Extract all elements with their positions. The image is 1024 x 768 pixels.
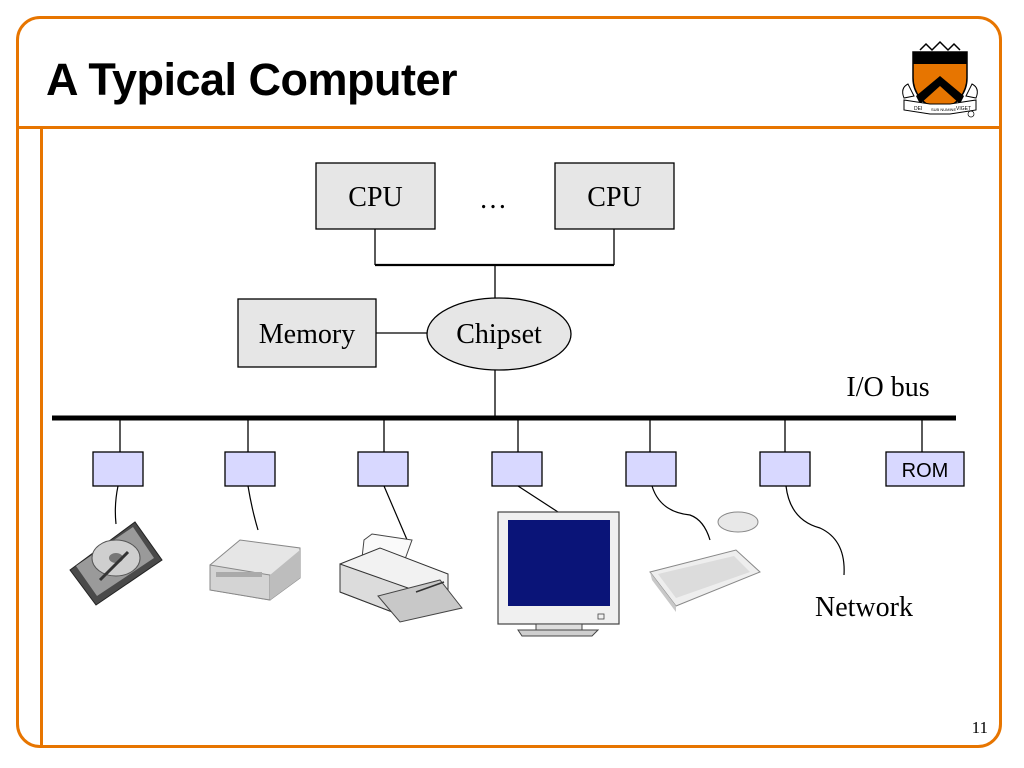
monitor-icon [497,511,620,637]
cd-drive-icon [209,539,301,601]
device-cables [114,485,845,576]
rom-label: ROM [902,460,949,482]
title-divider [18,126,1000,129]
side-divider [40,127,43,747]
cd-controller [224,451,276,487]
cpu-right-label: CPU [587,182,641,213]
memory-box [237,298,377,368]
princeton-shield-icon: DEI SUB NUMINE VIGET [902,40,978,118]
cpu-left-label: CPU [348,182,402,213]
keyboard-mouse-icon [649,511,761,612]
chipset-label: Chipset [456,319,542,350]
printer-icon [339,533,463,623]
page-number: 11 [971,718,988,737]
display-controller [491,451,543,487]
cpu-left-box [315,162,436,230]
cpu-ellipsis: … [479,184,507,215]
cpu-connector [374,229,615,306]
hard-disk-icon [69,521,163,606]
logo-motto-1: DEI [914,106,922,112]
rom-box [885,451,965,487]
network-controller [759,451,811,487]
logo-motto-3: VIGET [956,106,971,112]
network-label: Network [815,592,913,623]
bus-drops [119,418,923,452]
slide-title: A Typical Computer [46,54,458,105]
io-bus-label: I/O bus [846,372,929,403]
disk-controller [92,451,144,487]
slide-frame [16,16,1002,748]
logo-motto-2: SUB NUMINE [931,107,956,112]
keyboard-controller [625,451,677,487]
cpu-right-box [554,162,675,230]
printer-controller [357,451,409,487]
chipset-ellipse [426,297,572,371]
memory-label: Memory [259,319,355,350]
